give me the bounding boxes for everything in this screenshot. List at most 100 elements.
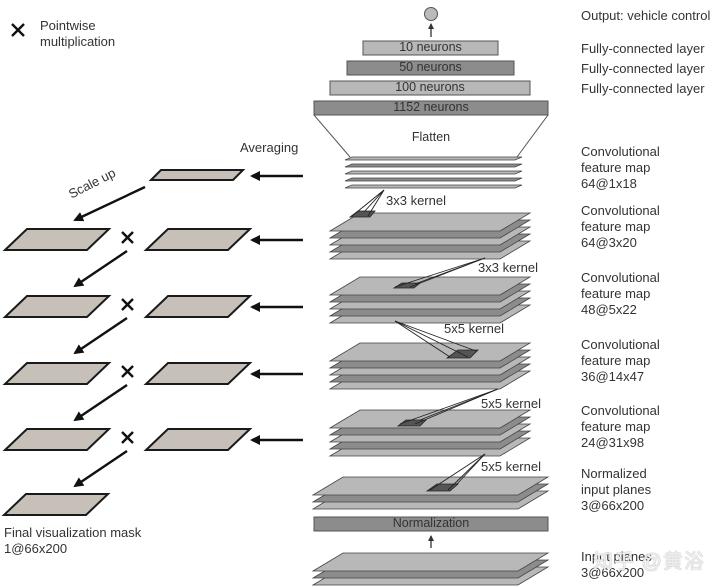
feature-plane	[344, 163, 523, 168]
multiply-icon	[121, 298, 134, 311]
fm2-line2: feature map	[581, 286, 651, 301]
feature-stack-24x31x98	[328, 409, 532, 457]
kernel-line	[363, 189, 385, 213]
kernel-line	[394, 320, 469, 358]
scaled-mask-0	[2, 228, 112, 251]
fm5-line2: input planes	[581, 482, 652, 497]
feature-stack-48x5x22	[328, 276, 532, 324]
final-visualization-mask	[1, 493, 111, 516]
feature-map-label-4: Convolutional feature map 24@31x98	[581, 403, 660, 451]
averaged-mask	[148, 169, 246, 181]
kernel-cone-2	[394, 320, 479, 359]
kernel-line	[419, 388, 499, 421]
fc-bar-10	[362, 40, 499, 56]
feature-plane	[344, 170, 523, 175]
feature-plane	[311, 552, 550, 572]
feature-map-label-2: Convolutional feature map 48@5x22	[581, 270, 660, 318]
output-node	[424, 7, 438, 21]
feature-plane	[344, 177, 523, 182]
fm2-line3: 48@5x22	[581, 302, 637, 317]
feature-stack-36x14x47	[328, 342, 532, 390]
input-line1: Input planes	[581, 549, 652, 564]
fc-label-2: Fully-connected layer	[581, 61, 705, 76]
final-line2: 1@66x200	[4, 541, 68, 556]
feature-map-label-3: Convolutional feature map 36@14x47	[581, 337, 660, 385]
fm0-line3: 64@1x18	[581, 176, 637, 191]
kernel-line	[429, 453, 486, 491]
kernel-label-2: 5x5 kernel	[444, 321, 504, 336]
fm5-line3: 3@66x200	[581, 498, 645, 513]
kernel-label-4: 5x5 kernel	[481, 459, 541, 474]
feature-mask-2	[143, 362, 253, 385]
multiply-icon	[121, 231, 134, 244]
kernel-patch	[425, 483, 460, 492]
feature-map-label-1: Convolutional feature map 64@3x20	[581, 203, 660, 251]
fc-bar-100	[329, 80, 531, 96]
feature-map-label-0: Convolutional feature map 64@1x18	[581, 144, 660, 192]
legend-label: Pointwise multiplication	[40, 18, 115, 50]
fm0-line1: Convolutional	[581, 144, 660, 159]
fm1-line1: Convolutional	[581, 203, 660, 218]
legend-line1: Pointwise	[40, 18, 96, 33]
fm1-line3: 64@3x20	[581, 235, 637, 250]
feature-mask-1	[143, 295, 253, 318]
feature-map-label-5: Normalized input planes 3@66x200	[581, 466, 651, 514]
kernel-cone-3	[396, 388, 499, 427]
fc-bar-1152	[313, 100, 549, 116]
feature-stack-input-planes	[311, 552, 550, 586]
final-mask-label: Final visualization mask 1@66x200	[4, 525, 141, 557]
kernel-line	[351, 189, 385, 217]
scaled-mask-1	[2, 295, 112, 318]
fc-bar-50	[346, 60, 515, 76]
legend-line2: multiplication	[40, 34, 116, 49]
feature-stack-normalized-input	[311, 476, 550, 510]
fc-bar-1152-text: 1152 neurons	[393, 100, 469, 114]
fc-bar-100-text: 100 neurons	[395, 80, 465, 94]
pointwise-multiplication-icon	[11, 23, 25, 37]
scaled-mask-3	[2, 428, 112, 451]
normalization-label: Normalization	[392, 516, 470, 530]
fm3-line1: Convolutional	[581, 337, 660, 352]
fc-label-1: Fully-connected layer	[581, 41, 705, 56]
fm4-line1: Convolutional	[581, 403, 660, 418]
feature-mask-3	[143, 428, 253, 451]
feature-plane	[328, 342, 532, 362]
feature-plane	[311, 476, 550, 496]
fm3-line3: 36@14x47	[581, 369, 645, 384]
scale-down-arrow-1	[73, 317, 128, 355]
fm4-line3: 24@31x98	[581, 435, 645, 450]
output-label: Output: vehicle control	[581, 8, 711, 23]
scale-down-arrow-3	[73, 450, 128, 488]
kernel-cone-0	[348, 189, 385, 218]
kernel-line	[414, 257, 486, 285]
input-planes-label: Input planes 3@66x200	[581, 549, 652, 581]
fc-label-3: Fully-connected layer	[581, 81, 705, 96]
fc-bar-10-text: 10 neurons	[399, 40, 462, 54]
final-line1: Final visualization mask	[4, 525, 142, 540]
kernel-line	[455, 453, 486, 486]
kernel-line	[399, 388, 499, 425]
fm2-line1: Convolutional	[581, 270, 660, 285]
scale-up-arrow	[73, 185, 146, 222]
scale-down-arrow-0	[73, 250, 128, 288]
scaled-mask-2	[2, 362, 112, 385]
fc-bar-50-text: 50 neurons	[399, 60, 462, 74]
watermark: 知乎 @黄浴	[593, 551, 705, 573]
feature-plane	[344, 184, 523, 189]
fm4-line2: feature map	[581, 419, 651, 434]
input-line2: 3@66x200	[581, 565, 645, 580]
feature-plane	[344, 156, 523, 161]
kernel-line	[394, 320, 477, 352]
kernel-line	[394, 257, 486, 288]
kernel-cone-1	[392, 257, 486, 289]
multiply-icon	[121, 431, 134, 444]
feature-plane	[328, 212, 532, 232]
feature-stack-64x3x20	[328, 212, 532, 260]
kernel-label-1: 3x3 kernel	[478, 260, 538, 275]
feature-mask-0	[143, 228, 253, 251]
kernel-line	[367, 189, 385, 217]
feature-plane	[328, 409, 532, 429]
kernel-label-3: 5x5 kernel	[481, 396, 541, 411]
feature-plane	[328, 276, 532, 296]
